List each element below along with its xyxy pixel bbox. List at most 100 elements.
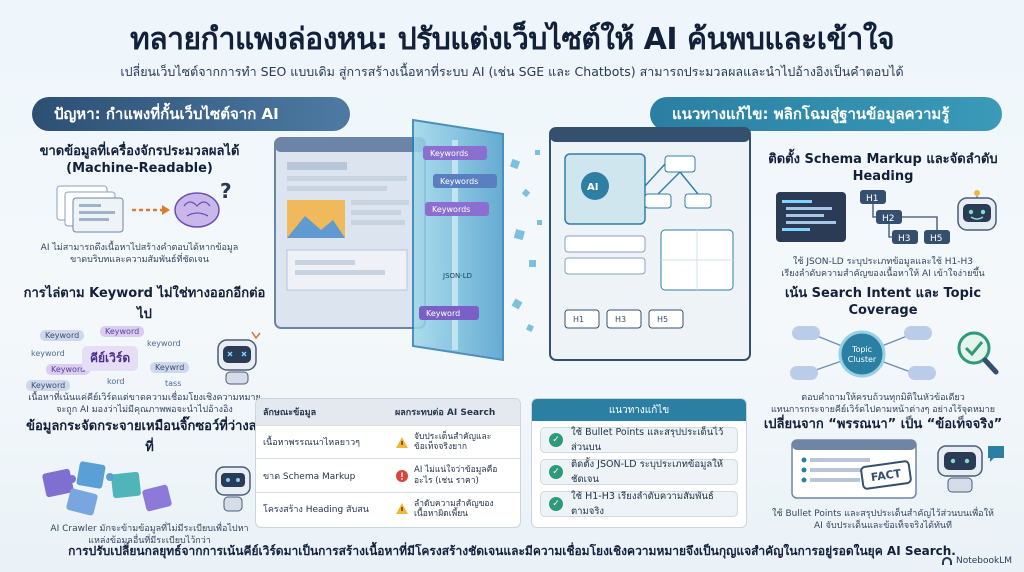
solution-intent: เน้น Search Intent และ Topic Coverage To… [752, 282, 1014, 416]
solution-1-caption-line1: ใช้ JSON-LD ระบุประเภทข้อมูลและใช้ H1-H3 [792, 257, 974, 267]
footer-summary: การปรับเปลี่ยนกลยุทธ์จากการเน้นคีย์เวิร์… [68, 544, 956, 558]
table-cell-impact: ลำดับความสำคัญของ [414, 498, 494, 509]
solution-item: ✓ ติดตั้ง JSON-LD ระบุประเภทข้อมูลให้ชัดเ… [540, 459, 738, 485]
keyword-center-chip: คีย์เวิร์ด [82, 346, 139, 371]
cluster-label-line2: Cluster [848, 355, 877, 364]
brand-label: NotebookLM [941, 556, 1012, 566]
heading-tree-tag: H2 [882, 214, 895, 224]
table-cell-feature: เนื้อหาพรรณนาไหลยาวๆ [256, 425, 388, 460]
question-mark-icon: ? [220, 179, 232, 203]
topic-cluster-illustration: Topic Cluster [790, 326, 999, 380]
solution-1-title: ติดตั้ง Schema Markup และจัดลำดับ Headin… [768, 152, 998, 184]
solution-item: ✓ ใช้ H1-H3 เรียงลำดับความสัมพันธ์ตามจริง [540, 491, 738, 517]
solution-3-caption-line2: AI จับประเด็นและข้อเท็จจริงได้ทันที [814, 521, 952, 532]
table-cell-feature: โครงสร้าง Heading สับสน [263, 504, 369, 515]
check-icon: ✓ [549, 465, 563, 479]
structured-website-window-icon: AI H1 H3 H5 [549, 127, 751, 361]
heading-tree-tag: H5 [930, 234, 943, 244]
solution-item-label: ใช้ H1-H3 เรียงลำดับความสัมพันธ์ตามจริง [571, 491, 714, 517]
table-row: โครงสร้าง Heading สับสน ลำดับความสำคัญขอ… [256, 492, 520, 525]
table-cell-impact: จับประเด็นสำคัญและ [414, 432, 492, 442]
page-subtitle: เปลี่ยนเว็บไซต์จากการทำ SEO แบบเดิม สู่ก… [120, 64, 904, 79]
table-cell-impact: ข้อเท็จจริงยาก [414, 442, 468, 453]
error-icon [396, 469, 408, 482]
solution-2-caption-line2: แทนการกระจายคีย์เวิร์ดไปตามหน้าต่างๆ อย่… [770, 405, 996, 416]
keyword-chip: Keywrd [150, 362, 190, 373]
solution-3-title: เปลี่ยนจาก “พรรณนา” เป็น “ข้อเท็จจริง” [763, 417, 1003, 432]
solutions-panel: แนวทางแก้ไข ✓ใช้ Bullet Points และสรุปปร… [531, 398, 747, 528]
wall-keyword-label: Keywords [430, 149, 468, 158]
heading-tag: H3 [615, 315, 626, 324]
document-stack-icon [56, 185, 124, 233]
keyword-chip: Keyword [46, 364, 91, 375]
puzzle-robot-illustration [42, 461, 251, 516]
page-title: ทลายกำแพงล่องหน: ปรับแต่งเว็บไซต์ให้ AI … [129, 22, 895, 57]
topic-cluster-icon: Topic Cluster [790, 326, 936, 380]
table-row: ขาด Schema Markup AI ไม่แน่ใจว่าข้อมูลคื… [256, 458, 520, 493]
problem-scattered: ข้อมูลกระจัดกระจายเหมือนจิ๊กซอว์ที่ว่างส… [22, 415, 277, 547]
wall-keyword-label: Keywords [440, 177, 478, 186]
heading-tag: H1 [573, 315, 584, 324]
keyword-chip: Keyword [40, 330, 85, 341]
old-website-window-icon [274, 137, 426, 329]
solution-header: แนวทางแก้ไข: พลิกโฉมสู่ฐานข้อมูลความรู้ [650, 97, 1002, 131]
problem-keyword: การไล่ตาม Keyword ไม่ใช่ทางออกอีกต่อไป K… [22, 282, 267, 416]
table-header-impact: ผลกระทบต่อ AI Search [388, 399, 520, 426]
table-cell-feature: ขาด Schema Markup [256, 458, 388, 493]
brain-icon [174, 192, 220, 228]
table-cell-impact: AI ไม่แน่ใจว่าข้อมูลคือ [414, 465, 498, 476]
solution-item: ✓ใช้ Bullet Points และสรุปประเด็นไว้ส่วน… [540, 427, 738, 453]
wall-keyword-label: Keyword [426, 309, 460, 318]
robot-icon [215, 466, 251, 512]
fact-document-illustration: FACT [791, 439, 1004, 499]
keyword-cloud: Keyword Keyword keyword Keyword keyword … [22, 324, 267, 392]
keyword-chip: Keyword [26, 380, 71, 391]
problem-1-caption-line1: AI ไม่สามารถดึงเนื้อหาไปสร้างคำตอบได้หาก… [40, 243, 239, 253]
ai-node-label: AI [587, 182, 598, 193]
keyword-chip: keyword [31, 349, 65, 358]
glass-wall-icon: Keywords Keywords Keywords JSON-LD Keywo… [412, 118, 504, 362]
solution-2-caption-line1: ตอบคำถามให้ครบถ้วนทุกมิติในหัวข้อเดียว [801, 393, 965, 403]
problem-3-title: ข้อมูลกระจัดกระจายเหมือนจิ๊กซอว์ที่ว่างส… [26, 419, 273, 455]
heading-tree-icon: H1 H2 H3 H5 [860, 190, 950, 244]
happy-robot-icon [957, 190, 997, 231]
chat-robot-icon [937, 445, 1004, 493]
solution-item-label: ติดตั้ง JSON-LD ระบุประเภทข้อมูลให้ชัดเจ… [571, 459, 724, 485]
keyword-chip: tass [165, 379, 182, 388]
heading-tree-tag: H3 [898, 234, 911, 244]
table-row: เนื้อหาพรรณนาไหลยาวๆ จับประเด็นสำคัญและข… [256, 425, 520, 460]
heading-tree-tag: H1 [866, 194, 879, 204]
problem-1-title-line1: ขาดข้อมูลที่เครื่องจักรประมวลผลได้ [39, 144, 240, 159]
code-window-icon [776, 192, 846, 242]
document-icon: FACT [791, 439, 917, 499]
solutions-header: แนวทางแก้ไข [532, 399, 746, 421]
problem-1-caption-line2: ขาดบริบทและความสัมพันธ์ที่ชัดเจน [70, 255, 209, 266]
table-header-feature: ลักษณะข้อมูล [256, 399, 388, 426]
problem-2-caption-line1: เนื้อหาที่เน้นแค่คีย์เวิร์ดแต่ขาดความเชื… [28, 393, 261, 403]
wall-code-label: JSON-LD [442, 272, 472, 280]
document-stack-brain-illustration: ? [56, 179, 232, 233]
solution-facts: เปลี่ยนจาก “พรรณนา” เป็น “ข้อเท็จจริง” F… [752, 413, 1014, 532]
keyword-chip: Keyword [100, 326, 145, 337]
check-icon: ✓ [549, 497, 563, 511]
puzzle-pieces-icon [42, 461, 172, 516]
problem-3-caption-line1: AI Crawler มักจะข้ามข้อมูลที่ไม่มีระเบีย… [50, 524, 249, 534]
brand-text: NotebookLM [955, 556, 1012, 566]
keyword-chip: kord [107, 377, 125, 386]
solution-3-caption-line1: ใช้ Bullet Points และสรุปประเด็นสำคัญไว้… [772, 509, 994, 519]
problem-3-caption-line2: แหล่งข้อมูลอื่นที่มีระเบียบไว้กว่า [88, 536, 211, 547]
solution-1-caption-line2: เรียงลำดับความสำคัญของเนื้อหาให้ AI เข้า… [781, 269, 985, 280]
fact-stamp-label: FACT [870, 467, 902, 484]
magnifier-check-icon [957, 331, 999, 375]
notebooklm-logo-icon [941, 557, 952, 565]
warning-icon [396, 503, 408, 515]
confused-robot-icon [217, 331, 261, 385]
problem-table: ลักษณะข้อมูล ผลกระทบต่อ AI Search เนื้อห… [255, 398, 521, 528]
problem-header: ปัญหา: กำแพงที่กั้นเว็บไซต์จาก AI [32, 97, 350, 131]
warning-icon [396, 436, 408, 448]
heading-tag: H5 [657, 315, 668, 324]
table-cell-impact: อะไร (เช่น ราคา) [414, 475, 479, 486]
keyword-chip: keyword [147, 339, 181, 348]
problem-2-caption-line2: จะถูก AI มองว่าไม่มีคุณภาพพอจะนำไปอ้างอิ… [56, 405, 233, 416]
check-icon: ✓ [549, 433, 563, 447]
